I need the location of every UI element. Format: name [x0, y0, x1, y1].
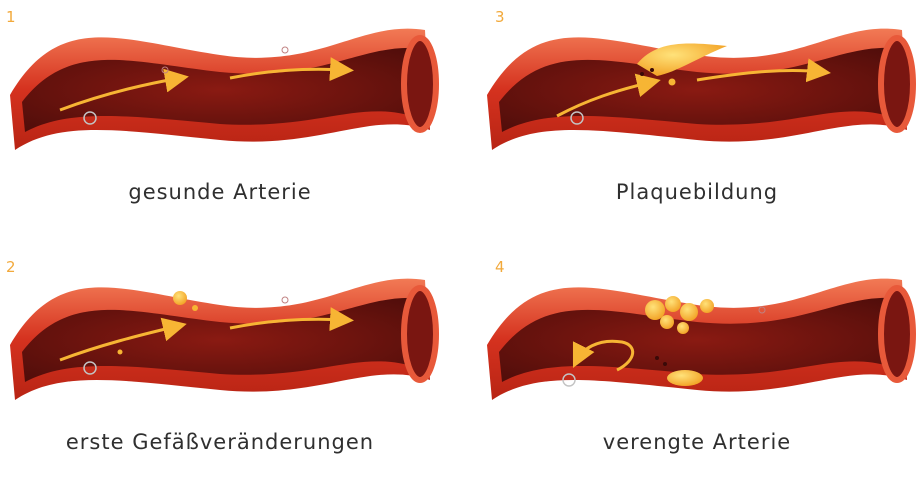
artery-illustration — [0, 250, 440, 420]
artery-illustration — [477, 250, 917, 420]
panel-plaque-formation: 3 Plaquebildung — [477, 0, 917, 249]
vessel-opening — [881, 38, 913, 130]
blood-cell-icon — [640, 72, 644, 76]
panel-caption: gesunde Arterie — [0, 180, 440, 204]
blood-cell-icon — [118, 350, 123, 355]
panel-caption: verengte Arterie — [477, 430, 917, 454]
blood-cell-icon — [650, 68, 654, 72]
blood-cell-icon — [282, 297, 288, 303]
panel-healthy-artery: 1 gesunde Arterie — [0, 0, 440, 249]
blood-cell-icon — [663, 362, 667, 366]
plaque-deposit-icon — [173, 291, 187, 305]
vessel-opening — [881, 288, 913, 380]
blood-cell-icon — [669, 79, 676, 86]
blood-cell-icon — [282, 47, 288, 53]
artery-illustration — [477, 0, 917, 170]
panel-narrowed-artery: 4 verengte Arterie — [477, 250, 917, 499]
vessel-opening — [404, 288, 436, 380]
blood-cell-icon — [655, 356, 659, 360]
panel-caption: Plaquebildung — [477, 180, 917, 204]
panel-first-vessel-changes: 2 erste Gefäßveränderungen — [0, 250, 440, 499]
plaque-deposit-icon — [192, 305, 198, 311]
vessel-opening — [404, 38, 436, 130]
panel-caption: erste Gefäßveränderungen — [0, 430, 440, 454]
artery-illustration — [0, 0, 440, 170]
